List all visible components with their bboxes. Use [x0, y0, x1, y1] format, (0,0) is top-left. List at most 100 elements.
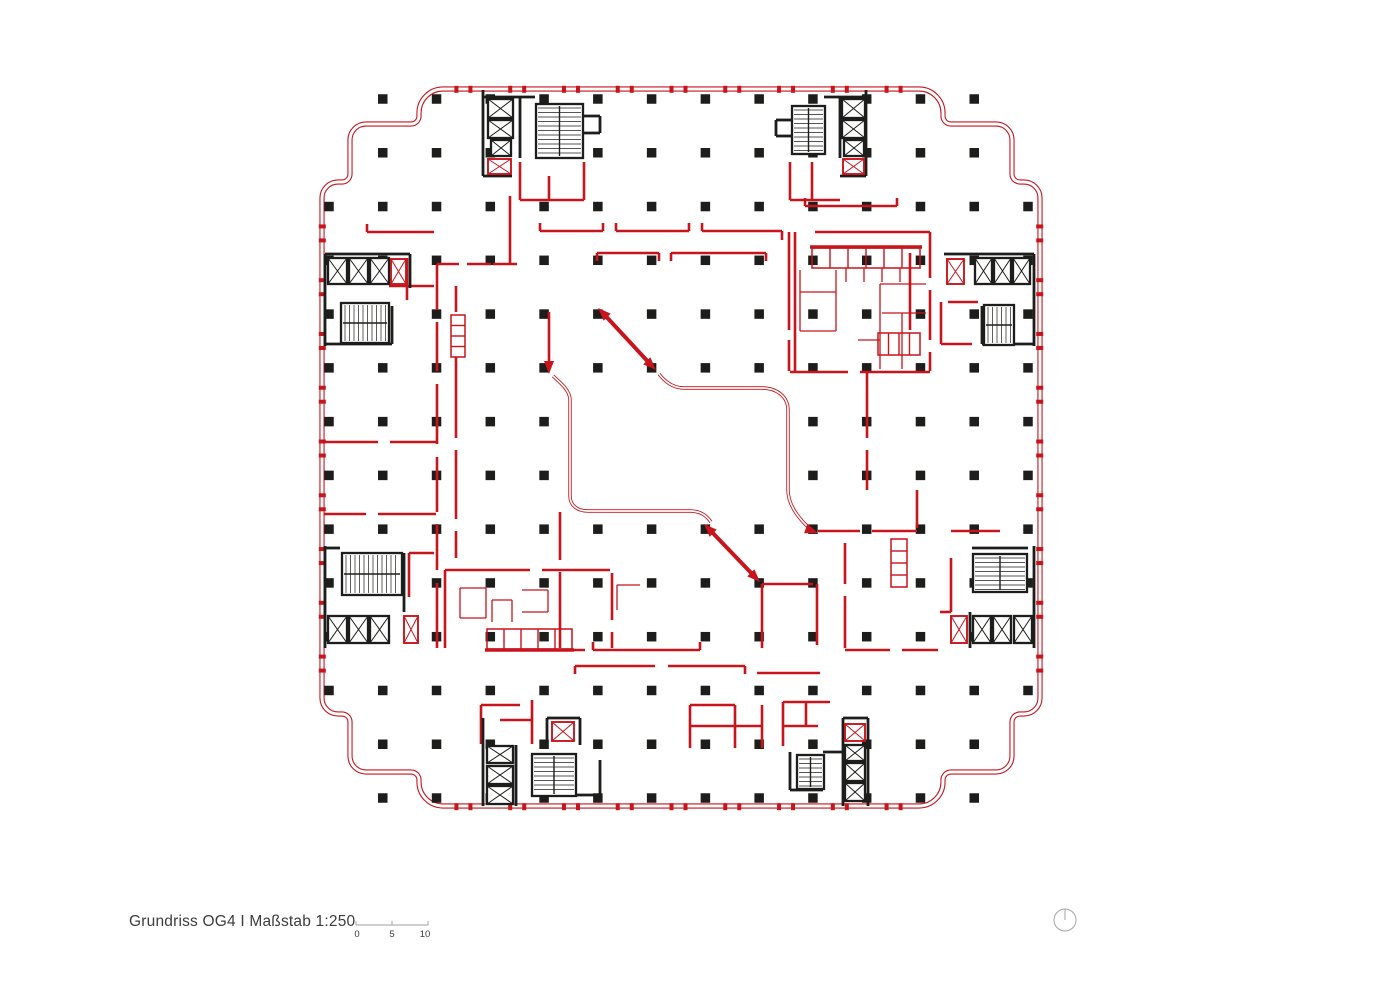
column	[1023, 309, 1033, 319]
column	[646, 94, 657, 104]
comb-frame	[486, 628, 573, 650]
column	[593, 309, 603, 319]
column	[324, 309, 334, 319]
column	[593, 363, 603, 373]
column	[593, 739, 603, 749]
column	[969, 685, 979, 696]
facade-tick	[468, 85, 473, 93]
column	[915, 578, 926, 588]
facade-tick	[508, 803, 513, 811]
atrium-wall-cavity	[552, 375, 712, 523]
facade-tick	[1036, 668, 1044, 673]
wall-segment	[486, 765, 514, 785]
facade-tick	[669, 803, 674, 811]
elevator-banks	[326, 97, 1034, 806]
facade-tick	[1036, 399, 1044, 404]
column	[700, 578, 711, 588]
column	[593, 685, 603, 696]
scale-label: 0	[354, 929, 359, 940]
column	[431, 309, 442, 319]
column	[378, 416, 388, 427]
wc-stalls-top-right	[811, 247, 921, 269]
column	[646, 685, 657, 696]
column	[324, 363, 334, 373]
facade-tick	[318, 439, 326, 444]
elevator-banks-red	[390, 158, 968, 742]
column	[969, 148, 979, 158]
facade-tick	[844, 803, 849, 811]
facade-tick	[1036, 439, 1044, 444]
facade-tick	[1036, 331, 1044, 336]
facade-tick	[318, 614, 326, 619]
column	[485, 631, 496, 642]
facade-tick	[683, 803, 688, 811]
shaft-comb-left	[450, 314, 466, 358]
facade-tick	[791, 803, 796, 811]
facade-tick	[898, 85, 903, 93]
exterior-wall-cavity	[320, 87, 1042, 808]
column	[646, 255, 657, 266]
facade-tick	[561, 85, 566, 93]
column	[485, 255, 496, 266]
wall-segment	[490, 139, 512, 157]
column	[593, 94, 603, 104]
facade-tick	[318, 399, 326, 404]
column	[915, 470, 926, 481]
column	[861, 631, 872, 642]
facade-tick	[777, 85, 782, 93]
column	[539, 255, 549, 266]
column	[754, 793, 764, 803]
column	[808, 363, 818, 373]
wall-segment	[841, 119, 866, 139]
column	[539, 793, 549, 803]
core-right-lower	[971, 552, 1029, 594]
column	[1023, 201, 1033, 212]
facade-tick	[318, 668, 326, 673]
facade-tick	[1036, 385, 1044, 390]
wall-segment	[599, 309, 654, 368]
column	[861, 524, 872, 534]
column	[378, 470, 388, 481]
column	[431, 148, 442, 158]
column	[700, 255, 711, 266]
column	[485, 524, 496, 534]
column	[700, 94, 711, 104]
column	[754, 148, 764, 158]
wall-arrowhead	[804, 523, 818, 534]
wall-arrowhead	[544, 361, 554, 374]
core-right-upper	[982, 303, 1016, 347]
facade-tick	[575, 85, 580, 93]
column	[915, 685, 926, 696]
column	[1023, 416, 1033, 427]
column	[593, 631, 603, 642]
facade-tick	[318, 238, 326, 243]
column	[915, 201, 926, 212]
wall-segment	[487, 158, 512, 175]
column	[485, 363, 496, 373]
atrium-wall-double	[657, 372, 816, 534]
column	[969, 309, 979, 319]
column	[646, 578, 657, 588]
core-bottom-right	[795, 753, 826, 791]
facade-tick	[1036, 453, 1044, 458]
column	[915, 309, 926, 319]
column	[700, 524, 711, 534]
exterior-wall-outer	[319, 86, 1043, 809]
wc-stalls-small	[877, 332, 921, 356]
wall-segment	[844, 744, 866, 762]
drawing-caption: Grundriss OG4 I Maßstab 1:250	[129, 913, 356, 930]
column	[754, 739, 764, 749]
atrium-wall-cavity	[658, 373, 815, 533]
atrium-boundary	[544, 308, 818, 582]
facade-tick	[830, 803, 835, 811]
facade-tick	[522, 85, 527, 93]
facade-tick	[561, 803, 566, 811]
column	[754, 201, 764, 212]
wall-segment	[327, 615, 348, 644]
column	[1023, 470, 1033, 481]
facade-tick	[575, 803, 580, 811]
column	[378, 201, 388, 212]
facade-tick	[884, 85, 889, 93]
